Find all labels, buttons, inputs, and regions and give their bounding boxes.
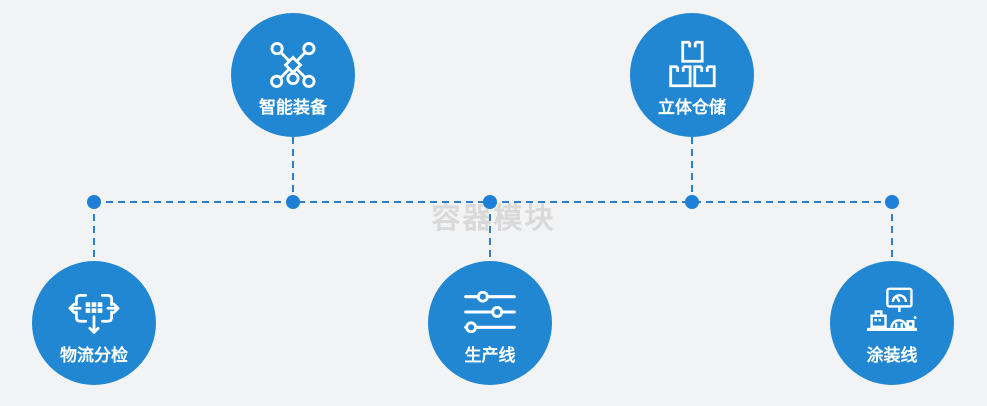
node-production-line: 生产线 xyxy=(428,261,552,385)
node-label: 物流分检 xyxy=(60,346,128,365)
junction-dot xyxy=(286,195,300,209)
node-stereoscopic-warehouse: 立体仓储 xyxy=(630,13,754,137)
junction-dot xyxy=(685,195,699,209)
node-intelligent-equipment: 智能装备 xyxy=(231,13,355,137)
node-logistics-sorting: 物流分检 xyxy=(32,261,156,385)
stacked-boxes-icon xyxy=(665,35,719,93)
node-label: 生产线 xyxy=(464,346,516,365)
node-label: 涂装线 xyxy=(866,346,918,365)
sliders-icon xyxy=(463,283,517,341)
junction-dot xyxy=(885,195,899,209)
node-painting-line: 涂装线 xyxy=(830,261,954,385)
junction-dot xyxy=(87,195,101,209)
node-label: 智能装备 xyxy=(259,98,327,117)
control-machine-icon xyxy=(862,283,922,341)
junction-dot xyxy=(483,195,497,209)
distribute-arrows-icon xyxy=(66,283,122,341)
node-label: 立体仓储 xyxy=(658,98,726,117)
network-nodes-icon xyxy=(264,35,322,93)
